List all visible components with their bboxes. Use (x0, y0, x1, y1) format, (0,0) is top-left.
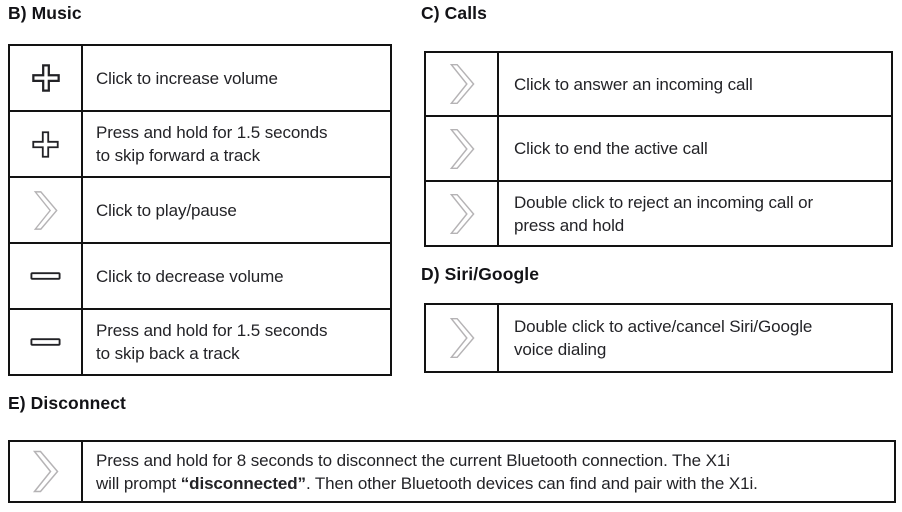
instruction-text: Click to decrease volume (96, 266, 284, 286)
instruction-cell: Press and hold for 8 seconds to disconne… (83, 442, 894, 501)
instruction-text: Click to play/pause (96, 200, 237, 220)
instruction-text: Click to answer an incoming call (514, 74, 753, 94)
icon-cell (426, 305, 499, 371)
music-table: Click to increase volume Press and hold … (8, 44, 392, 376)
section-heading-calls: C) Calls (421, 3, 487, 23)
instruction-text: Press and hold for 1.5 seconds (96, 321, 328, 340)
instruction-text: Click to increase volume (96, 68, 278, 88)
icon-cell (426, 117, 499, 180)
icon-cell (10, 46, 83, 110)
calls-table: Click to answer an incoming call Click t… (424, 51, 893, 247)
table-row: Press and hold for 1.5 seconds to skip b… (10, 308, 390, 374)
instruction-cell: Double click to reject an incoming call … (499, 182, 891, 245)
section-heading-siri-google: D) Siri/Google (421, 264, 540, 284)
instruction-text: will prompt “disconnected”. Then other B… (96, 472, 888, 495)
table-row: Click to end the active call (426, 115, 891, 180)
instruction-text: Press and hold for 8 seconds to disconne… (96, 450, 730, 470)
plus-icon (31, 64, 60, 92)
instruction-text: press and hold (514, 215, 625, 235)
chevron-icon (33, 190, 58, 230)
instruction-cell: Click to end the active call (499, 117, 891, 180)
instruction-cell: Click to answer an incoming call (499, 53, 891, 115)
icon-cell (426, 53, 499, 115)
table-row: Double click to active/cancel Siri/Googl… (426, 305, 891, 371)
siri-google-table: Double click to active/cancel Siri/Googl… (424, 303, 893, 373)
instruction-cell: Click to play/pause (83, 178, 390, 242)
table-row: Click to increase volume (10, 46, 390, 110)
table-row: Click to answer an incoming call (426, 53, 891, 115)
plus-icon (32, 130, 59, 158)
disconnect-table: Press and hold for 8 seconds to disconne… (8, 440, 896, 503)
instruction-text: to skip forward a track (96, 146, 260, 165)
chevron-icon (449, 317, 475, 359)
minus-icon (30, 272, 61, 280)
instruction-cell: Press and hold for 1.5 seconds to skip b… (83, 310, 390, 374)
instruction-text: to skip back a track (96, 344, 240, 363)
table-row: Click to play/pause (10, 176, 390, 242)
section-heading-disconnect: E) Disconnect (8, 393, 126, 413)
table-row: Click to decrease volume (10, 242, 390, 308)
instruction-cell: Click to decrease volume (83, 244, 390, 308)
table-row: Double click to reject an incoming call … (426, 180, 891, 245)
icon-cell (10, 310, 83, 374)
instruction-text-part: will prompt (96, 473, 181, 493)
chevron-icon (449, 193, 475, 234)
table-row: Press and hold for 1.5 seconds to skip f… (10, 110, 390, 176)
instruction-cell: Press and hold for 1.5 seconds to skip f… (83, 112, 390, 176)
section-heading-music: B) Music (8, 3, 82, 23)
instruction-text: voice dialing (514, 340, 607, 359)
icon-cell (10, 442, 83, 501)
chevron-icon (32, 450, 59, 493)
chevron-icon (449, 128, 475, 169)
icon-cell (10, 112, 83, 176)
instruction-cell: Double click to active/cancel Siri/Googl… (499, 305, 891, 371)
instruction-text: Click to end the active call (514, 139, 708, 158)
instruction-text: Double click to reject an incoming call … (514, 192, 814, 212)
icon-cell (10, 178, 83, 242)
instruction-cell: Click to increase volume (83, 46, 390, 110)
icon-cell (426, 182, 499, 245)
instruction-text: Double click to active/cancel Siri/Googl… (514, 317, 813, 336)
instruction-text-bold: “disconnected” (180, 473, 306, 493)
table-row: Press and hold for 8 seconds to disconne… (10, 442, 894, 501)
minus-icon (30, 338, 61, 346)
icon-cell (10, 244, 83, 308)
instruction-text: Press and hold for 1.5 seconds (96, 123, 328, 142)
chevron-icon (449, 63, 475, 105)
instruction-text-part: . Then other Bluetooth devices can find … (305, 473, 758, 493)
